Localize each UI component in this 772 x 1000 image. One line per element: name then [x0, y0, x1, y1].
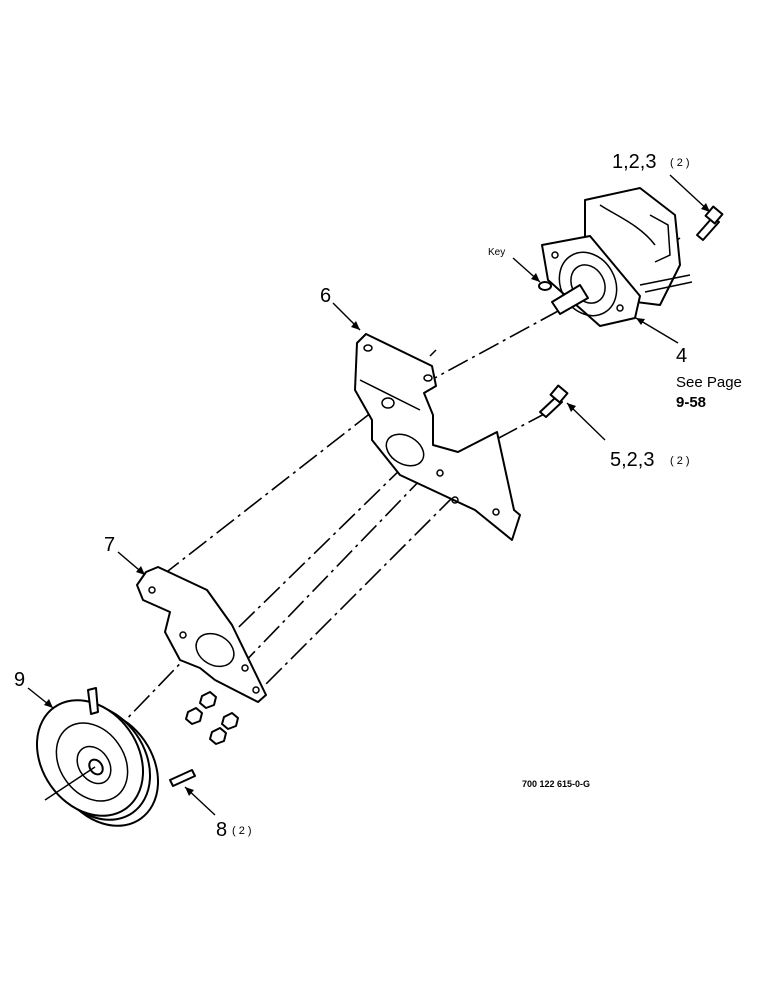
callout-1-2-3-qty: ( 2 ) — [670, 157, 690, 169]
nuts — [185, 691, 239, 745]
pulley — [35, 699, 160, 827]
set-screws — [87, 687, 196, 787]
callout-5-2-3: 5,2,3 — [610, 449, 654, 471]
pulley-bracket — [136, 566, 267, 703]
callout-8: 8 — [216, 819, 227, 841]
callout-4: 4 — [676, 345, 687, 367]
drawing-number: 700 122 615-0-G — [522, 779, 590, 789]
bracket-details — [359, 344, 500, 516]
pulley-bracket-details — [148, 586, 260, 694]
bolt-middle — [539, 384, 569, 418]
mounting-bracket — [354, 333, 521, 541]
callout-4-page-ref: 9-58 — [676, 394, 706, 411]
leaders — [27, 174, 711, 816]
callout-6: 6 — [320, 285, 331, 307]
callout-key: Key — [488, 247, 505, 258]
callout-1-2-3: 1,2,3 — [612, 151, 656, 173]
callout-8-qty: ( 2 ) — [232, 825, 252, 837]
motor-assembly — [541, 187, 693, 327]
callout-4-see-page: See Page — [676, 374, 742, 391]
callout-5-2-3-qty: ( 2 ) — [670, 455, 690, 467]
centerlines — [91, 237, 681, 756]
key-part — [538, 281, 552, 291]
callout-9: 9 — [14, 669, 25, 691]
callout-7: 7 — [104, 534, 115, 556]
